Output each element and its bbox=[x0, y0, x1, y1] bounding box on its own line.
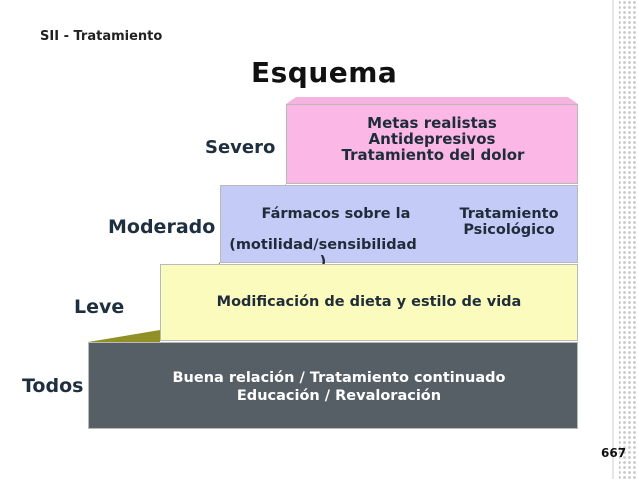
todos-line: Educación / Revaloración bbox=[236, 388, 442, 404]
tier-leve: Modificación de dieta y estilo de vida bbox=[160, 264, 578, 341]
moderado-drug-detail-line: (motilidad/sensibilidad bbox=[229, 237, 417, 253]
moderado-psych-block: Tratamiento Psicológico bbox=[449, 206, 569, 238]
decorative-right-border bbox=[612, 0, 638, 479]
moderado-psych-line: Psicológico bbox=[463, 222, 555, 238]
severo-line: Metas realistas bbox=[367, 114, 497, 132]
diagram-title: Esquema bbox=[251, 56, 398, 89]
tier-severo: Metas realistas Antidepresivos Tratamien… bbox=[286, 104, 578, 184]
tier-label-severo: Severo bbox=[205, 137, 276, 158]
tier-label-leve: Leve bbox=[74, 296, 125, 318]
moderado-drug-line: Fármacos sobre la bbox=[261, 206, 411, 222]
severo-text-block: Metas realistas Antidepresivos Tratamien… bbox=[287, 115, 577, 163]
todos-text-block: Buena relación / Tratamiento continuado … bbox=[129, 369, 549, 405]
severo-top-face bbox=[286, 97, 578, 104]
tier-moderado: Fármacos sobre la (motilidad/sensibilida… bbox=[220, 185, 578, 270]
todos-line: Buena relación / Tratamiento continuado bbox=[172, 370, 506, 386]
todos-shadow bbox=[88, 330, 160, 342]
moderado-drug-detail-close: ) bbox=[319, 254, 327, 270]
page-number: 667 bbox=[601, 446, 627, 460]
severo-line: Antidepresivos bbox=[368, 130, 496, 148]
moderado-drug-detail: (motilidad/sensibilidad ) bbox=[223, 237, 423, 271]
section-title: SII - Tratamiento bbox=[40, 29, 163, 44]
severo-line: Tratamiento del dolor bbox=[341, 146, 525, 164]
tier-label-moderado: Moderado bbox=[108, 216, 216, 238]
tier-label-todos: Todos bbox=[22, 375, 84, 397]
leve-text: Modificación de dieta y estilo de vida bbox=[216, 294, 522, 310]
moderado-psych-line: Tratamiento bbox=[459, 206, 559, 222]
tier-todos: Buena relación / Tratamiento continuado … bbox=[88, 342, 578, 429]
